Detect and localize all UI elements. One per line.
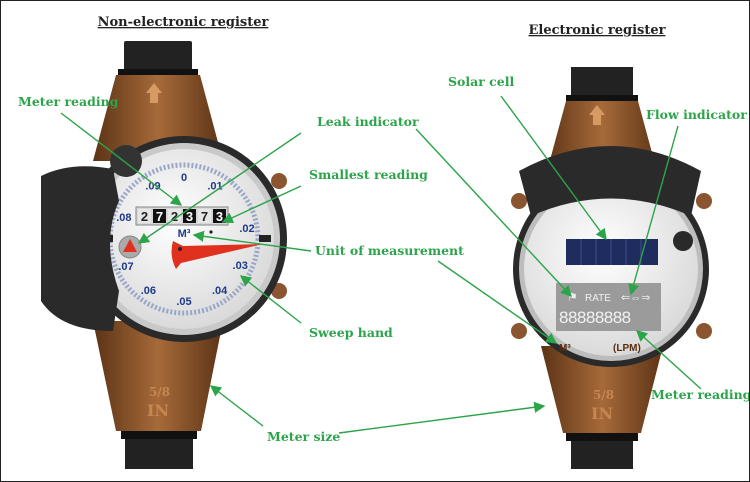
size-fraction: 5/8	[149, 385, 170, 399]
label-meter-reading-right: Meter reading	[651, 387, 750, 402]
flow-indicator-icon: ⇐⇔⇒	[621, 292, 650, 304]
odometer-digit: 2	[171, 209, 178, 224]
label-unit-of-measurement: Unit of measurement	[315, 243, 464, 258]
dial-number: .09	[145, 180, 160, 192]
dial-number: .07	[118, 261, 133, 273]
unit-label: M³	[178, 228, 191, 240]
label-meter-size: Meter size	[267, 429, 340, 444]
flow-direction-arrow-icon	[589, 105, 605, 125]
register-lid	[41, 166, 119, 331]
dial-number: .06	[141, 285, 156, 297]
flow-direction-arrow-icon	[146, 83, 162, 103]
odometer-wheel	[183, 209, 196, 223]
odometer-digit: 7	[156, 209, 163, 224]
label-meter-reading-left: Meter reading	[18, 94, 119, 109]
odometer-wheel	[168, 209, 181, 223]
register-lid	[519, 146, 701, 216]
dial-number: .05	[176, 296, 191, 308]
size-fraction: 5/8	[593, 388, 614, 402]
solar-cell	[566, 239, 658, 265]
lcd-display	[556, 283, 661, 331]
label-flow-indicator: Flow indicator	[646, 107, 747, 122]
dial-number: 0	[181, 172, 187, 184]
lcd-rate: RATE	[585, 293, 611, 304]
label-sweep-hand: Sweep hand	[309, 325, 393, 340]
odometer-wheel	[138, 209, 151, 223]
dial-number: .01	[207, 180, 222, 192]
sweep-hand	[171, 241, 263, 269]
size-unit: IN	[147, 401, 169, 420]
label-solar-cell: Solar cell	[448, 74, 514, 89]
dial-number: .04	[212, 285, 228, 297]
callout-arrows	[60, 95, 702, 434]
title-non-electronic: Non-electronic register	[98, 15, 269, 30]
odometer-digit: 3	[186, 209, 193, 224]
dial-number: .03	[233, 260, 248, 272]
leak-indicator-icon	[123, 239, 137, 252]
odometer-digit: 7	[201, 209, 208, 224]
leak-flag-icon: ⚑	[567, 290, 578, 304]
lcd-reading: 88888888	[559, 308, 631, 327]
dial-number: .02	[239, 223, 254, 235]
electronic-meter: 5/8 IN ⚑ RATE ⇐⇔⇒ 88888888 M³ (LPM)	[511, 67, 712, 469]
label-leak-indicator: Leak indicator	[317, 114, 419, 129]
odometer-wheel	[153, 209, 166, 223]
odometer-digit: 3	[216, 209, 223, 224]
unit-m3: M³	[559, 343, 571, 354]
size-unit: IN	[591, 404, 613, 423]
odometer-wheel	[198, 209, 211, 223]
odometer-digit: 2	[141, 209, 148, 224]
unit-lpm: (LPM)	[613, 343, 641, 354]
title-electronic: Electronic register	[529, 23, 666, 38]
dial-number: .08	[116, 212, 131, 224]
label-smallest-reading: Smallest reading	[309, 167, 428, 182]
